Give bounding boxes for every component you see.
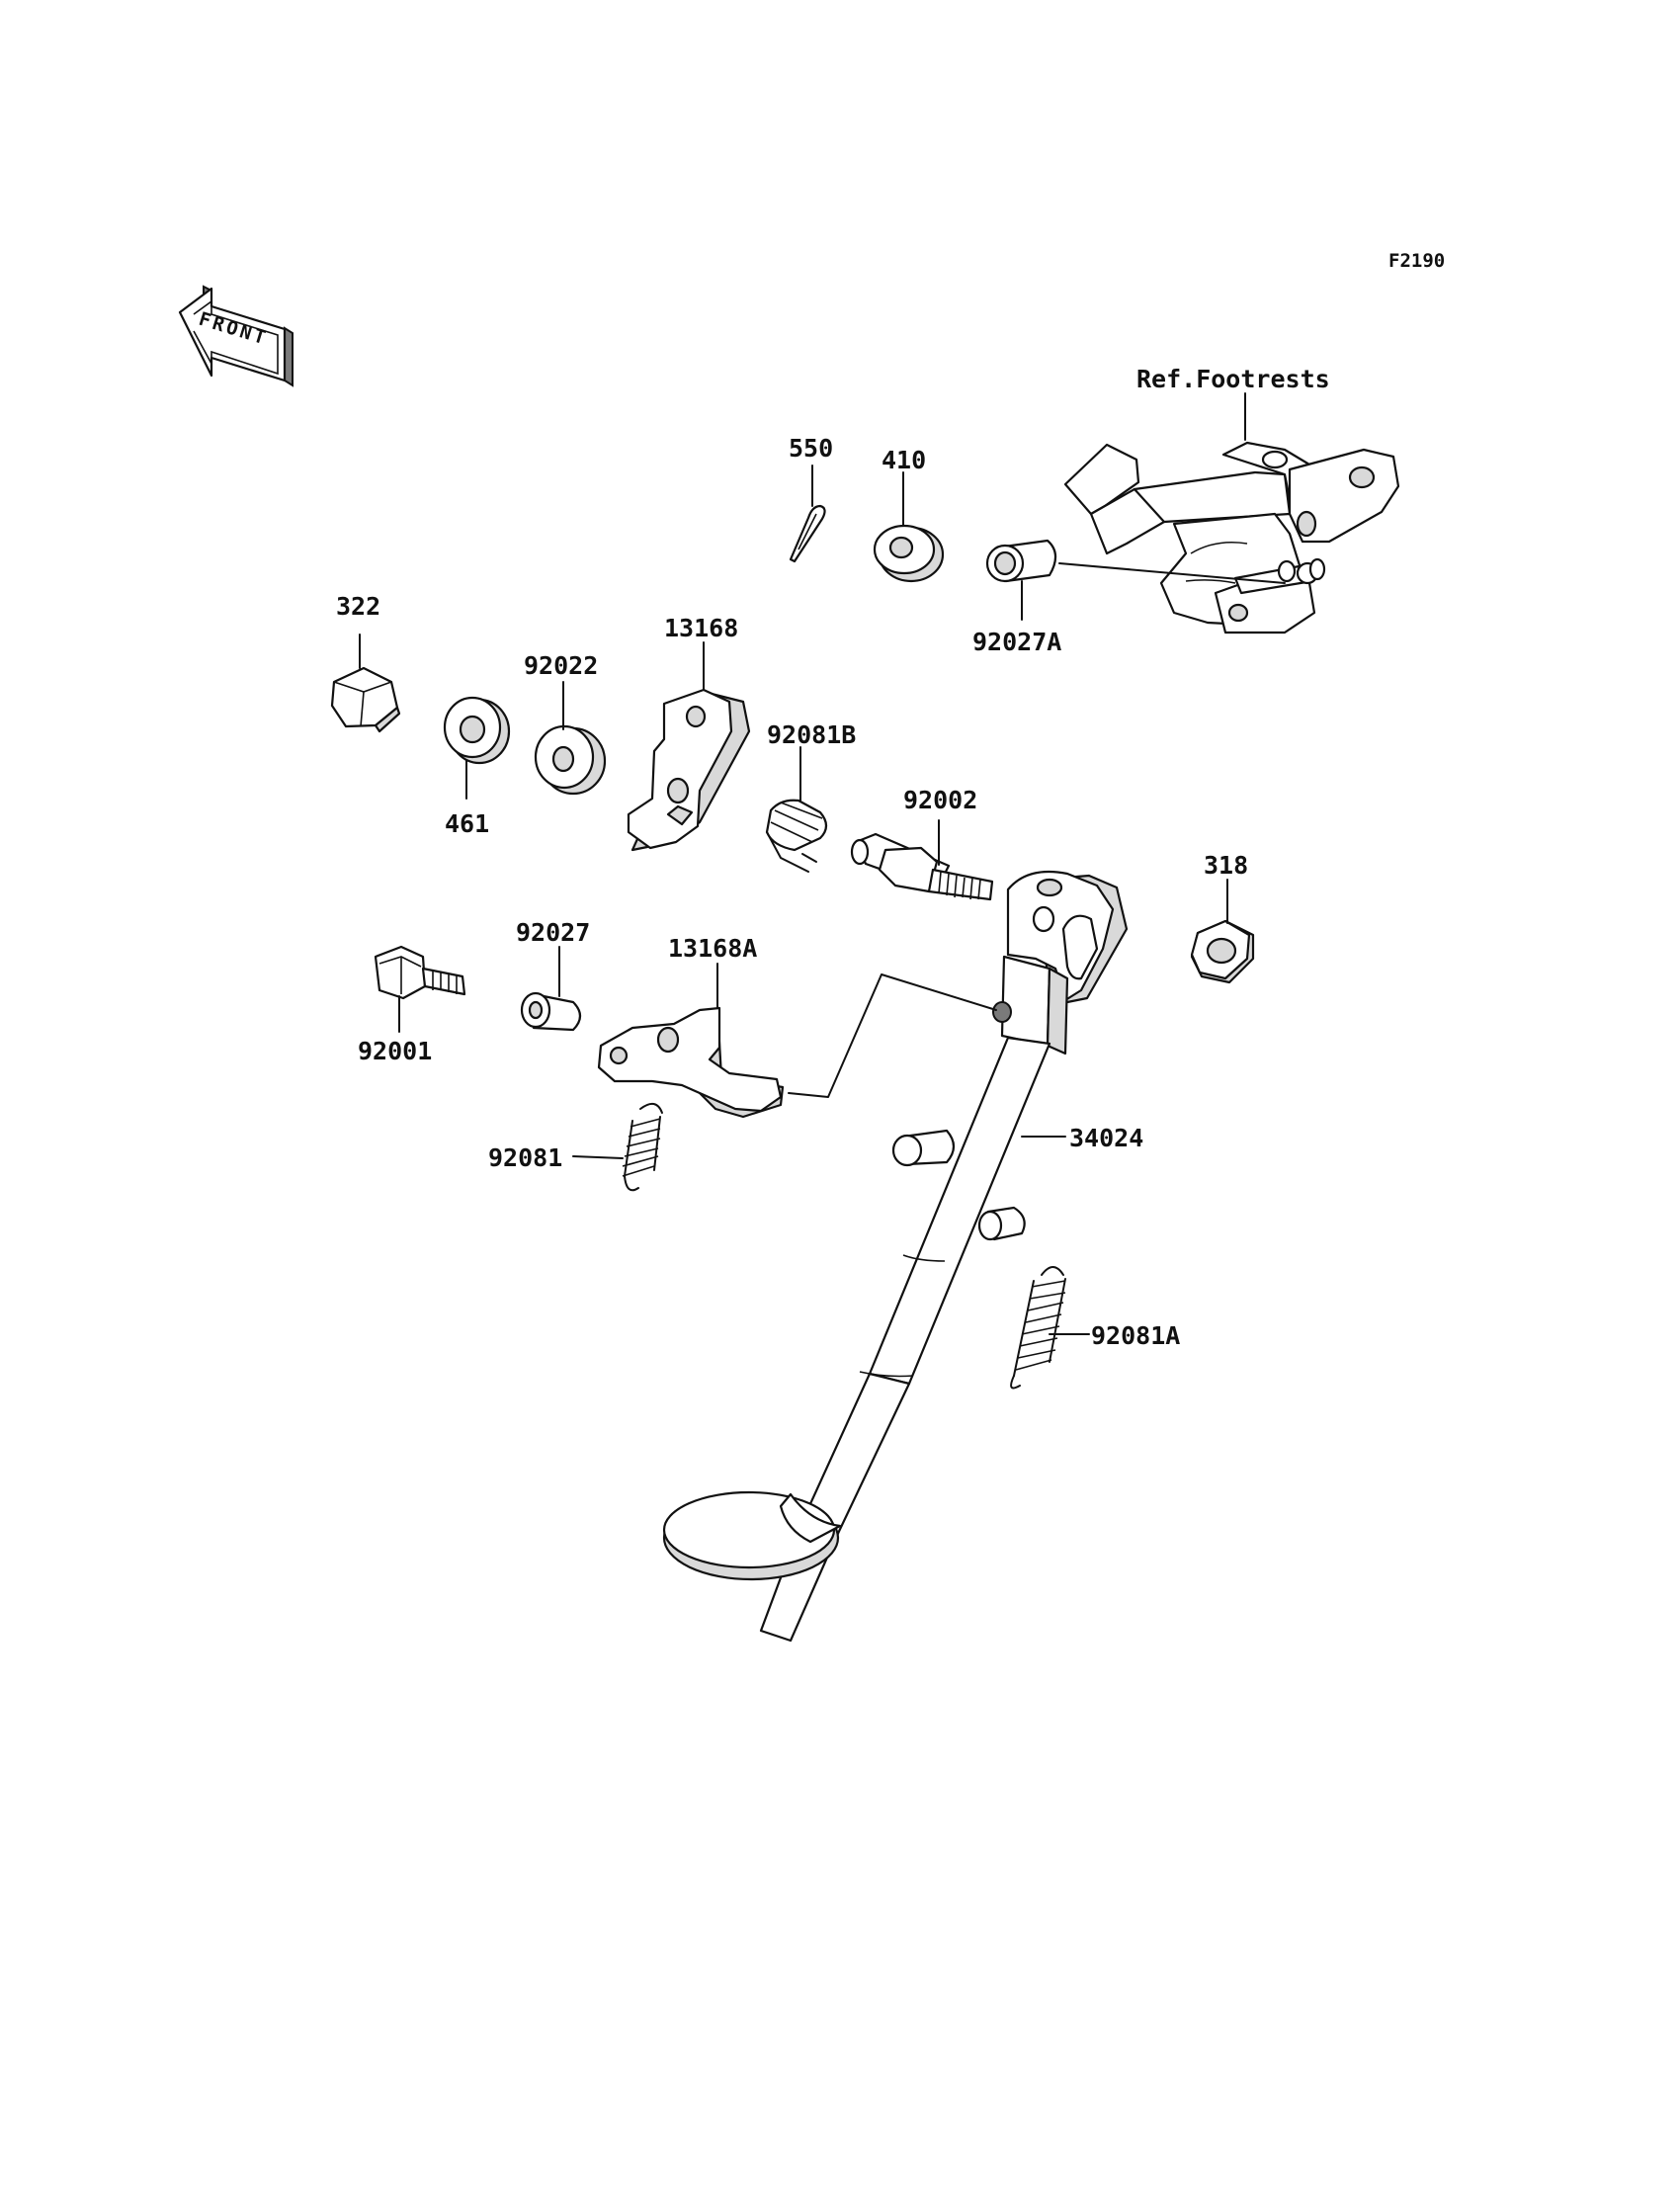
label-ref-footrests: Ref.Footrests [1136, 365, 1330, 393]
label-550: 550 [789, 434, 833, 463]
label-92081B: 92081B [767, 720, 856, 749]
stud-bolt-92002 [850, 832, 994, 901]
label-92081: 92081 [488, 1143, 562, 1172]
spring-92081 [622, 1102, 663, 1192]
label-13168: 13168 [664, 614, 738, 642]
cap-nut-322 [330, 666, 401, 733]
collar-92022 [534, 724, 607, 796]
figure-code: F2190 [1388, 250, 1445, 272]
cotter-pin-550 [789, 504, 826, 563]
collar-92027A [985, 539, 1057, 583]
spring-92081A [1010, 1266, 1066, 1390]
label-461: 461 [445, 809, 489, 838]
label-322: 322 [336, 592, 380, 621]
washer-461 [443, 696, 511, 765]
label-92022: 92022 [524, 651, 598, 680]
leader-lines [359, 392, 1286, 1335]
plate-13168A [597, 1006, 785, 1119]
label-318: 318 [1204, 851, 1248, 880]
footrest-bracket [1063, 441, 1400, 634]
label-92027: 92027 [516, 918, 590, 947]
side-stand-34024 [662, 870, 1129, 1643]
front-arrow-icon: FRONT [178, 285, 294, 387]
label-410: 410 [882, 446, 926, 474]
label-92002: 92002 [903, 786, 977, 814]
washer-410 [873, 524, 945, 583]
collar-92027 [520, 991, 582, 1032]
label-34024: 34024 [1069, 1124, 1143, 1152]
spring-92081B [765, 799, 828, 873]
label-92027A: 92027A [972, 628, 1061, 656]
label-92001: 92001 [358, 1037, 432, 1065]
plate-13168 [627, 688, 751, 852]
nut-318 [1190, 919, 1255, 984]
label-92081A: 92081A [1091, 1321, 1180, 1350]
label-13168A: 13168A [668, 934, 757, 963]
bolt-92001 [374, 945, 466, 1000]
